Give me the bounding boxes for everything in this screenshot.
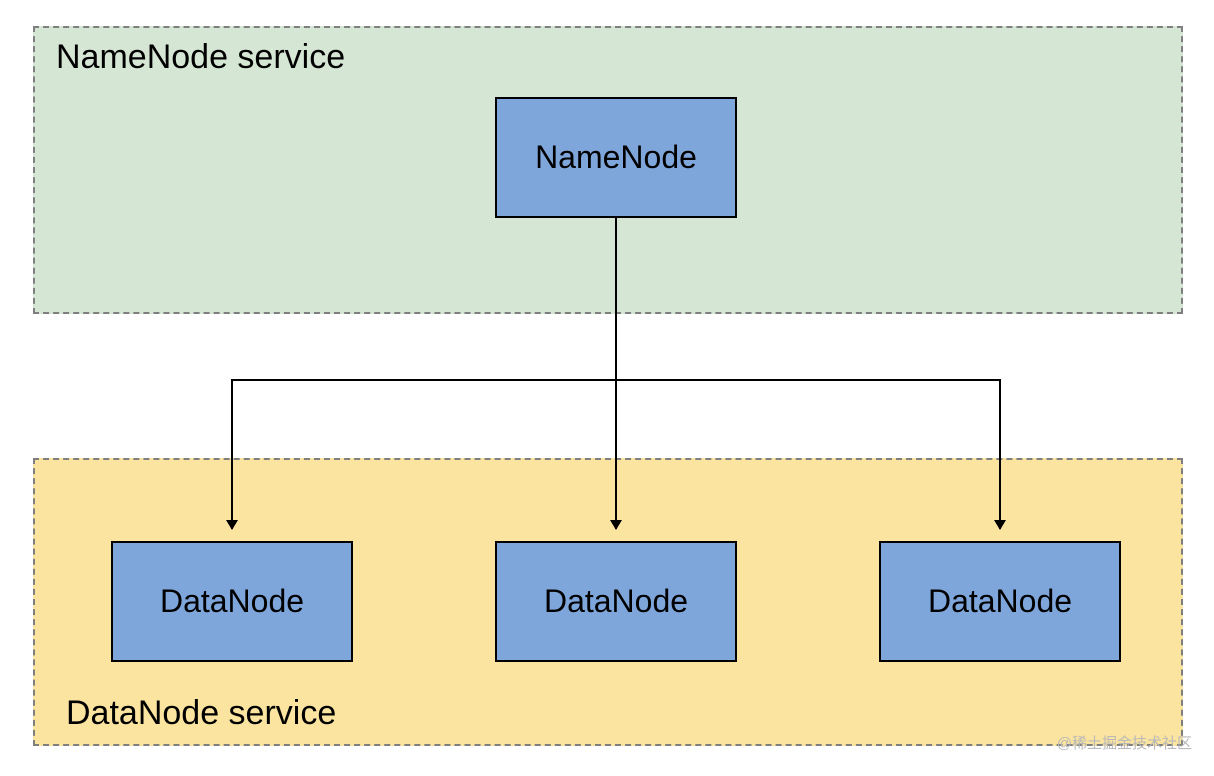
datanode-label-2: DataNode bbox=[543, 583, 689, 619]
datanode-box-1: DataNode bbox=[111, 541, 353, 662]
datanode-service-label: DataNode service bbox=[66, 694, 337, 732]
datanode-box-3: DataNode bbox=[879, 541, 1121, 662]
namenode-box: NameNode bbox=[495, 97, 737, 218]
namenode-label: NameNode bbox=[535, 139, 697, 175]
namenode-service-label: NameNode service bbox=[56, 38, 346, 76]
datanode-label-1: DataNode bbox=[159, 583, 305, 619]
datanode-box-2: DataNode bbox=[495, 541, 737, 662]
watermark: @稀土掘金技术社区 bbox=[1056, 735, 1192, 752]
datanode-label-3: DataNode bbox=[927, 583, 1073, 619]
